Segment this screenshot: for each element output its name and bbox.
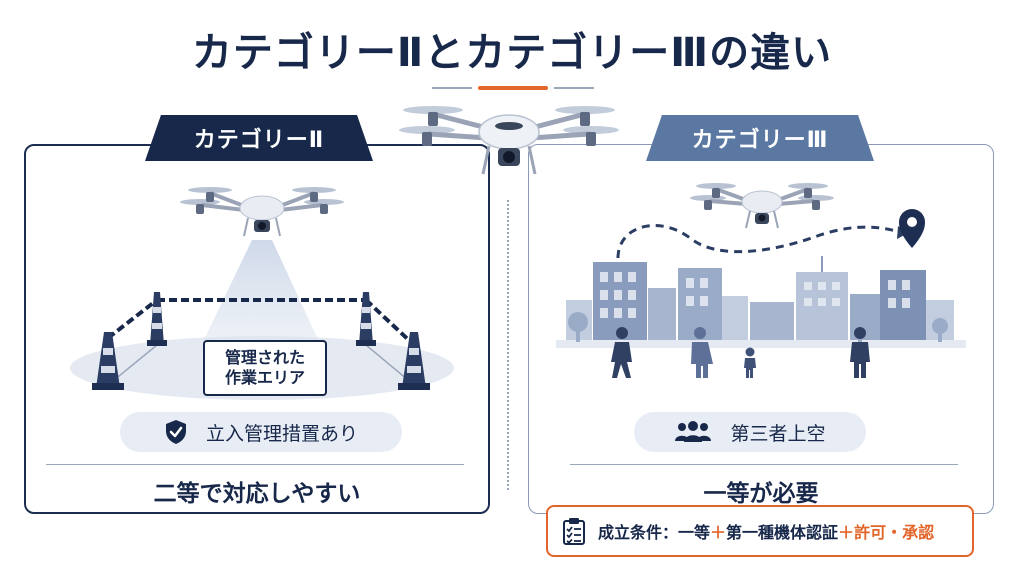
- people-group-icon: [675, 421, 712, 442]
- left-rule: [46, 464, 464, 465]
- title-deco-line-center: [478, 86, 548, 90]
- page-title: カテゴリーⅡとカテゴリーⅢの違い: [191, 30, 833, 76]
- plus-sign: ＋: [838, 523, 855, 542]
- title-deco-line-left: [432, 87, 472, 89]
- location-pin-icon: [899, 209, 925, 248]
- category-2-tab: カテゴリーⅡ: [145, 115, 373, 161]
- shield-check-icon: [165, 420, 186, 444]
- drone-icon: [690, 183, 834, 229]
- requirements-label: 成立条件：: [598, 523, 679, 542]
- work-area-line-2: 作業エリア: [224, 368, 305, 387]
- work-area-line-1: 管理された: [224, 348, 305, 367]
- flight-route: [616, 224, 901, 259]
- traffic-cone-icon: [356, 292, 376, 346]
- requirements-text: 成立条件：一等＋第一種機体認証＋許可・承認: [598, 519, 934, 543]
- camera-beam: [200, 240, 322, 348]
- category-3-tab: カテゴリーⅢ: [646, 115, 874, 161]
- requirement-type-1-certification: 第一種機体認証: [726, 523, 839, 542]
- requirement-permission-approval: 許可・承認: [854, 523, 935, 542]
- pedestrian-icon: [611, 327, 632, 378]
- plus-sign: ＋: [710, 523, 727, 542]
- requirement-first-class-license: 一等: [678, 523, 711, 542]
- cordon-tape: [106, 298, 416, 347]
- managed-work-area-label: 管理された 作業エリア: [203, 340, 327, 396]
- traffic-cone-icon: [398, 332, 430, 390]
- clipboard-checklist-icon: [563, 518, 585, 545]
- right-rule: [570, 464, 958, 465]
- requirements-box: 成立条件：一等＋第一種機体認証＋許可・承認: [546, 505, 974, 557]
- category-3-conclusion: 一等が必要: [703, 481, 819, 507]
- access-control-pill: 立入管理措置あり: [120, 412, 402, 452]
- third-party-overflight-pill: 第三者上空: [634, 412, 866, 452]
- traffic-cone-icon: [92, 332, 124, 390]
- pedestrian-icon: [691, 327, 713, 378]
- drone-icon: [180, 187, 344, 237]
- center-divider: [507, 200, 509, 490]
- traffic-cone-icon: [147, 292, 167, 346]
- category-2-conclusion: 二等で対応しやすい: [153, 481, 361, 507]
- child-icon: [744, 347, 756, 378]
- third-party-overflight-text: 第三者上空: [730, 422, 826, 445]
- title-deco-line-right: [554, 87, 594, 89]
- pedestrian-icon: [850, 327, 870, 378]
- drone-icon: [399, 106, 619, 175]
- access-control-text: 立入管理措置あり: [205, 422, 358, 445]
